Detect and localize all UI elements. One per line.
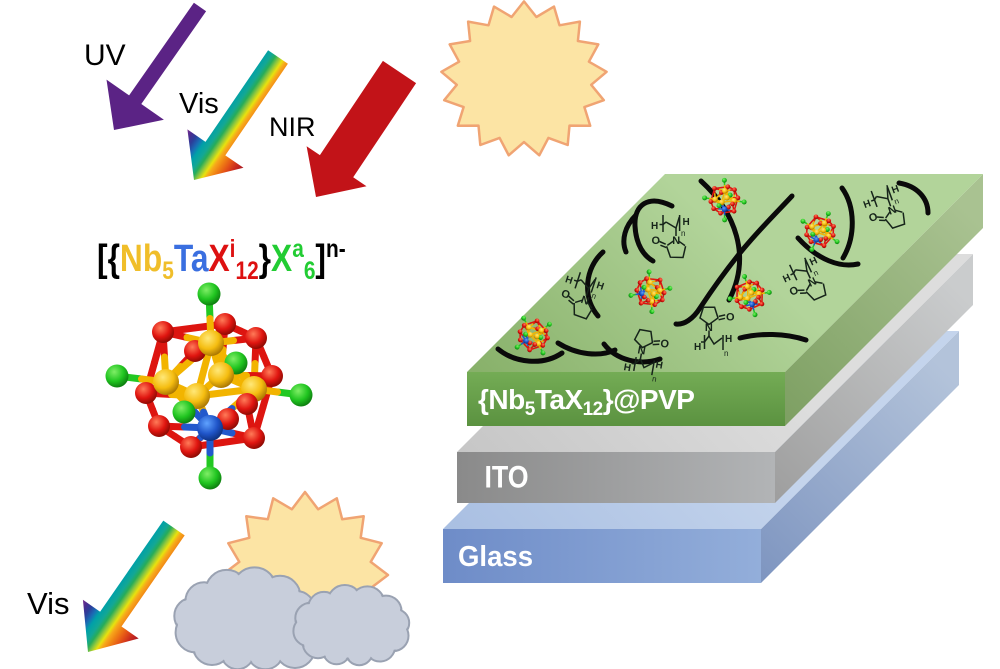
svg-text:ITO: ITO [485,461,529,495]
svg-text:Vis: Vis [179,88,219,120]
svg-text:NIR: NIR [269,112,316,142]
svg-text:Glass: Glass [458,539,533,572]
svg-text:[{Nb5TaXi12}Xa6]n-: [{Nb5TaXi12}Xa6]n- [97,234,346,284]
svg-text:Vis: Vis [27,586,70,621]
svg-text:UV: UV [84,39,126,72]
